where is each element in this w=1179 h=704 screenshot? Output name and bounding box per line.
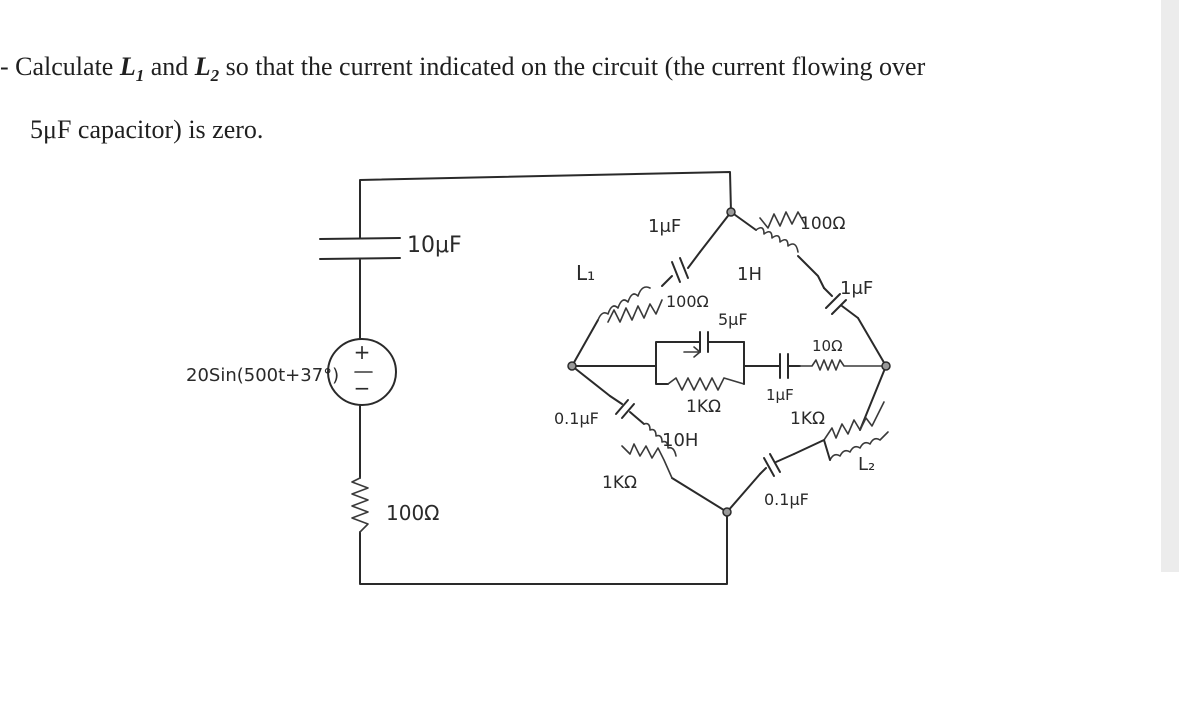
- wire-top: [359, 171, 732, 239]
- problem-statement-line-1: - Calculate L1 and L2 so that the curren…: [0, 52, 925, 86]
- resistor-1k-lower-right: [823, 401, 885, 441]
- node-right: [881, 361, 891, 371]
- wire-lower-right-joint: [793, 439, 831, 461]
- capacitor-upper-right: [823, 287, 859, 319]
- scrollbar-track[interactable]: [1161, 0, 1179, 572]
- wire-bridge-lower-right-2: [859, 365, 887, 431]
- inductor-l2: [829, 431, 889, 461]
- capacitor-5uf: [675, 331, 745, 353]
- resistor-10-ohm: [799, 359, 887, 371]
- wire-center-box: [655, 341, 677, 385]
- label-1k-lower-right: 1KΩ: [790, 409, 825, 429]
- wire-bridge-upper-right: [730, 211, 757, 231]
- label-source: 20Sin(500t+37°): [186, 365, 339, 386]
- l2-subscript: 2: [210, 66, 220, 86]
- label-mid-right-cap: 1μF: [766, 386, 794, 404]
- label-1h: 1H: [737, 264, 762, 285]
- label-upper-left-res: 100Ω: [666, 292, 709, 311]
- node-bottom: [722, 507, 732, 517]
- wire-bridge-lower-left-2: [671, 477, 728, 513]
- label-upper-left-cap: 1μF: [648, 216, 681, 237]
- capacitor-upper-left: [661, 251, 701, 287]
- l2-symbol: L: [194, 52, 211, 81]
- wire-bridge-right-upper: [857, 317, 887, 367]
- node-top: [726, 207, 736, 217]
- label-source-minus: −: [354, 376, 371, 400]
- label-top-right-res: 100Ω: [800, 214, 845, 234]
- wire-bottom: [359, 511, 728, 585]
- wire-bridge-upper-left-2: [699, 211, 732, 253]
- label-l1: L₁: [576, 261, 595, 285]
- inductor-10h: [643, 422, 677, 457]
- problem-statement-line-2: 5μF capacitor) is zero.: [30, 115, 264, 144]
- problem-rest: so that the current indicated on the cir…: [219, 52, 926, 81]
- l1-symbol: L: [119, 52, 136, 81]
- l1-subscript: 1: [135, 66, 145, 86]
- label-source-plus: +: [354, 340, 371, 364]
- inductor-1h: [755, 226, 799, 253]
- label-10uf: 10μF: [407, 233, 462, 258]
- capacitor-lower-left: [609, 395, 645, 425]
- label-lower-left-cap: 0.1μF: [554, 409, 599, 428]
- wire-bridge-lower-left: [571, 365, 611, 397]
- label-1k-lower-left: 1KΩ: [602, 473, 637, 493]
- wire-bridge-lower-right: [726, 473, 761, 513]
- label-lower-right-cap: 0.1μF: [764, 490, 809, 509]
- node-left: [567, 361, 577, 371]
- wire-bridge-upper-left: [571, 319, 599, 367]
- capacitor-10uf: [319, 237, 401, 260]
- resistor-top-right: [759, 211, 807, 229]
- label-100-ohm: 100Ω: [386, 501, 439, 525]
- resistor-1k-center: [667, 377, 745, 391]
- label-1k-center: 1KΩ: [686, 397, 721, 417]
- resistor-1k-lower-left: [621, 443, 673, 479]
- wire-top-right-joint: [797, 255, 825, 289]
- resistor-upper-left: [607, 299, 663, 323]
- label-5uf: 5μF: [718, 310, 748, 329]
- voltage-source: [327, 338, 397, 406]
- resistor-100-ohm: [351, 477, 369, 533]
- label-upper-right-cap: 1μF: [840, 278, 873, 299]
- label-10-ohm: 10Ω: [812, 337, 843, 355]
- label-10h: 10H: [662, 430, 698, 451]
- capacitor-mid-right: [771, 353, 801, 379]
- problem-prefix: - Calculate: [0, 52, 120, 81]
- current-arrow: [683, 346, 701, 358]
- capacitor-lower-right: [759, 453, 795, 477]
- problem-and: and: [144, 52, 195, 81]
- wire-center-right: [743, 341, 773, 385]
- inductor-l1: [597, 286, 651, 321]
- label-l2: L₂: [858, 454, 875, 475]
